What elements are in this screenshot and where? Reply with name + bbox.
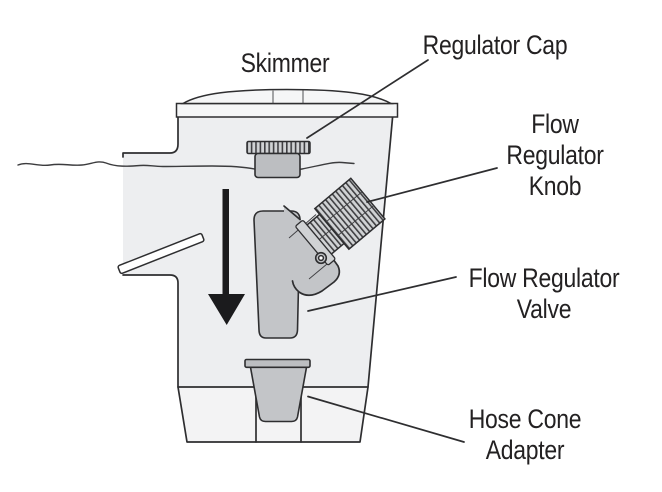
valve-arm-upper-edge bbox=[283, 205, 301, 221]
flow-direction-arrow-icon bbox=[208, 189, 245, 325]
leader-line-flow-regulator-valve bbox=[307, 276, 457, 312]
hose-cone bbox=[249, 366, 308, 423]
skimmer-label: Skimmer bbox=[240, 48, 330, 78]
knob-surface-lines bbox=[318, 191, 374, 241]
regulator-cap-part bbox=[246, 140, 311, 179]
regulator-cap-body bbox=[254, 152, 301, 179]
hose-cone-flange bbox=[244, 358, 311, 369]
hose-cone-adapter-label: Hose Cone Adapter bbox=[468, 404, 582, 465]
skimmer-outline-main bbox=[122, 116, 394, 443]
valve-arm-elbow-edge bbox=[291, 258, 341, 297]
lid-handle-marks bbox=[272, 90, 304, 104]
skimmer-lid-dome bbox=[180, 88, 394, 105]
valve-pivot-bolt-center bbox=[317, 254, 325, 262]
weir-flap bbox=[117, 232, 205, 275]
flow-regulator-valve-label: Flow Regulator Valve bbox=[468, 263, 620, 324]
flow-regulator-knob-label: Flow Regulator Knob bbox=[506, 109, 604, 201]
skimmer-lid-rim bbox=[175, 102, 399, 118]
valve-yoke-lower-line bbox=[308, 263, 328, 280]
leader-line-hose-cone-adapter bbox=[307, 395, 465, 443]
regulator-cap-label: Regulator Cap bbox=[422, 30, 568, 60]
leader-line-flow-regulator-knob bbox=[366, 167, 498, 203]
regulator-cap-ribs bbox=[246, 140, 311, 155]
hose-cone-adapter-part bbox=[244, 358, 311, 423]
leader-line-regulator-cap bbox=[306, 59, 429, 139]
skimmer-outline-left bbox=[122, 116, 179, 158]
